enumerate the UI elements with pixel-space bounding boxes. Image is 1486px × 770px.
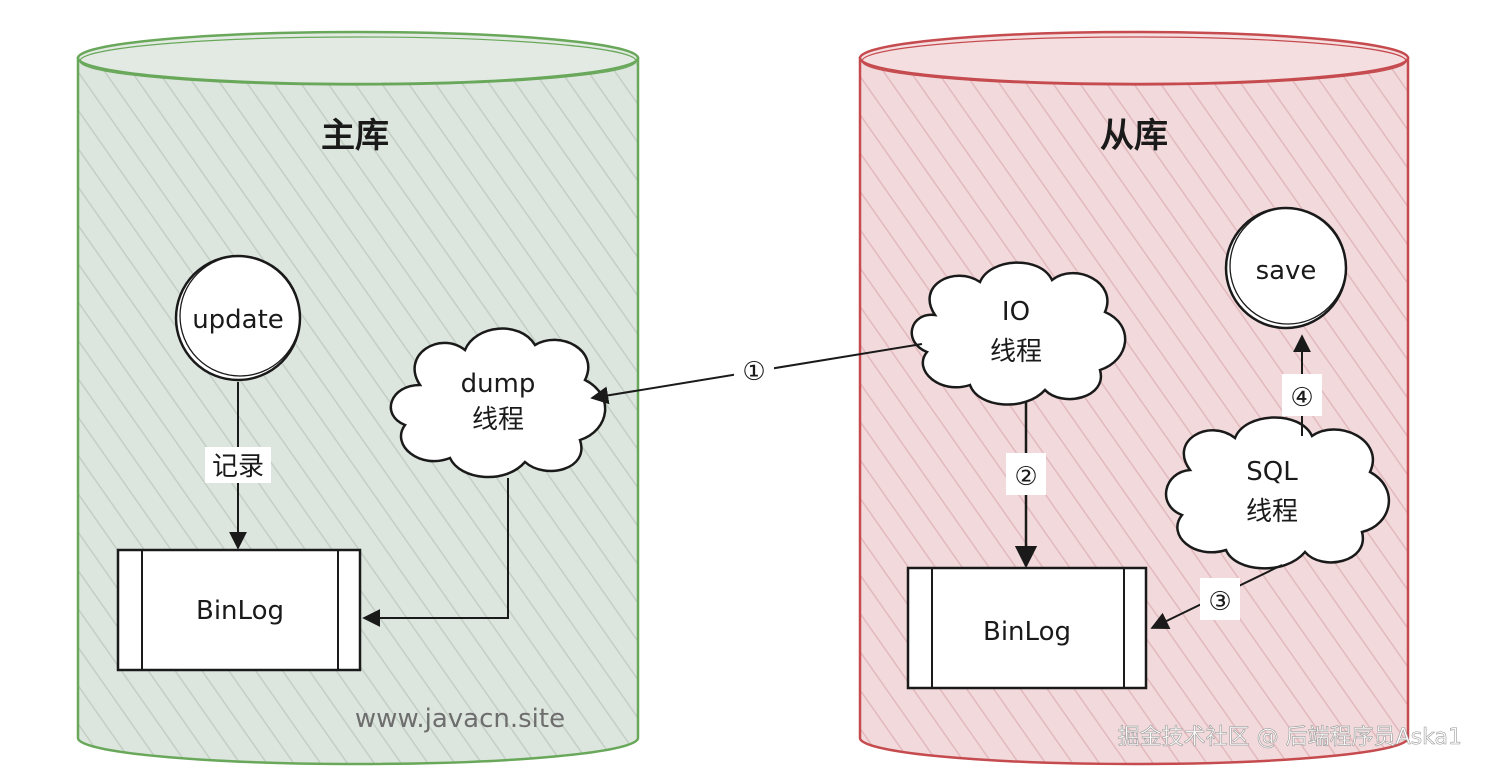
dump-thread-cloud: dump 线程 (389, 327, 607, 479)
footer-credit: 掘金技术社区 @ 后端程序员Aska1 (1118, 725, 1462, 750)
step1-badge: ① (742, 357, 765, 387)
update-label: update (192, 305, 284, 335)
sql-thread-cloud: SQL 线程 (1164, 416, 1391, 570)
master-title: 主库 (321, 116, 389, 156)
watermark: www.javacn.site (355, 704, 565, 734)
step3-badge: ③ (1208, 587, 1231, 617)
step4-badge: ④ (1290, 383, 1313, 413)
dump-to-binlog-arrow (362, 478, 509, 627)
record-label-bg (205, 447, 271, 483)
sql-label-2: 线程 (1246, 497, 1298, 527)
step1-badge-bg (734, 348, 774, 390)
dump-label-1: dump (461, 369, 536, 399)
master-binlog: BinLog (116, 548, 362, 672)
sql-label-1: SQL (1246, 457, 1298, 487)
step2-badge-bg (1006, 453, 1046, 495)
master-binlog-label: BinLog (196, 596, 284, 626)
save-node: save (1224, 206, 1348, 330)
io-label-1: IO (1002, 297, 1030, 327)
record-label: 记录 (212, 452, 264, 482)
io-label-2: 线程 (990, 337, 1042, 367)
step4-badge-bg (1282, 374, 1322, 416)
step2-badge: ② (1014, 462, 1037, 492)
slave-title: 从库 (1100, 116, 1168, 156)
io-thread-cloud: IO 线程 (910, 261, 1127, 406)
slave-binlog: BinLog (906, 566, 1148, 690)
step3-badge-bg (1200, 578, 1240, 620)
update-node: update (174, 254, 302, 382)
dump-label-2: 线程 (472, 405, 524, 435)
slave-binlog-label: BinLog (983, 617, 1071, 647)
save-label: save (1256, 256, 1317, 286)
